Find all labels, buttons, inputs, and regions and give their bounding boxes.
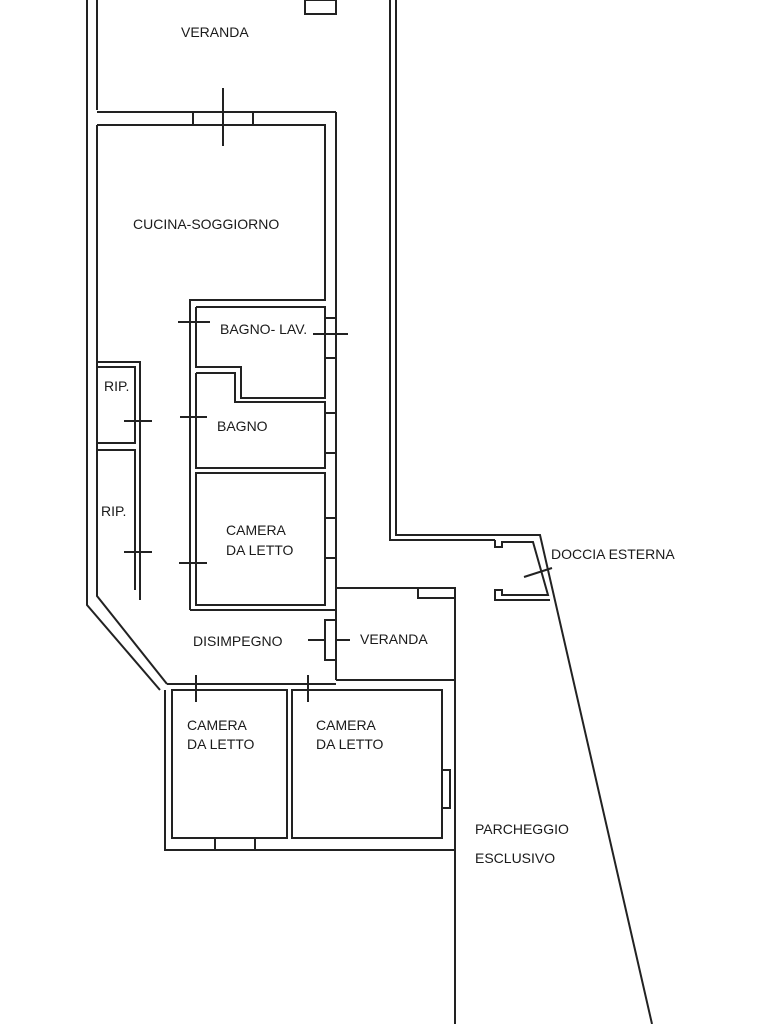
window (324, 317, 337, 359)
room-label-parcheggio: ESCLUSIVO (475, 850, 556, 866)
room-label-camera-2: DA LETTO (187, 736, 255, 752)
room-label-cucina-soggiorno: CUCINA-SOGGIORNO (133, 216, 280, 232)
doccia-wall (494, 540, 550, 601)
door (324, 619, 337, 661)
room-label-bagno-lav: BAGNO- LAV. (220, 321, 308, 337)
camera-3-wall (291, 689, 443, 839)
door-mark (523, 567, 553, 578)
rip-2-wall (97, 449, 136, 590)
inner-wall-left-lower (96, 125, 168, 685)
room-label-camera: DA LETTO (226, 542, 294, 558)
room-label-disimpegno: DISIMPEGNO (193, 633, 283, 649)
window (441, 769, 451, 809)
room-label-rip: RIP. (104, 378, 130, 394)
room-label-rip: RIP. (101, 503, 127, 519)
room-label-camera-3: CAMERA (316, 717, 376, 733)
rip-inner-wall (97, 366, 136, 444)
room-label-veranda: VERANDA (181, 24, 249, 40)
window (324, 412, 337, 454)
boundary-right-inner (395, 0, 653, 1024)
room-label-bagno: BAGNO (217, 418, 268, 434)
boundary-right-outer (389, 0, 495, 541)
room-label-camera: CAMERA (226, 522, 286, 538)
bagno-lav-wall (195, 306, 326, 399)
outer-wall-left (86, 0, 161, 691)
window (214, 837, 256, 851)
room-label-parcheggio: PARCHEGGIO (475, 821, 569, 837)
veranda-fixture (304, 0, 337, 15)
camera-2-wall (171, 689, 288, 839)
bottom-rooms-outer (164, 690, 455, 851)
bagno-wall (195, 372, 326, 469)
veranda-2-fixture (417, 588, 455, 599)
rip-wall (97, 361, 141, 600)
window (324, 517, 337, 559)
room-label-camera-2: CAMERA (187, 717, 247, 733)
room-label-veranda-2: VERANDA (360, 631, 428, 647)
room-label-doccia-esterna: DOCCIA ESTERNA (551, 546, 675, 562)
room-label-camera-3: DA LETTO (316, 736, 384, 752)
veranda-2-wall (336, 587, 456, 1024)
